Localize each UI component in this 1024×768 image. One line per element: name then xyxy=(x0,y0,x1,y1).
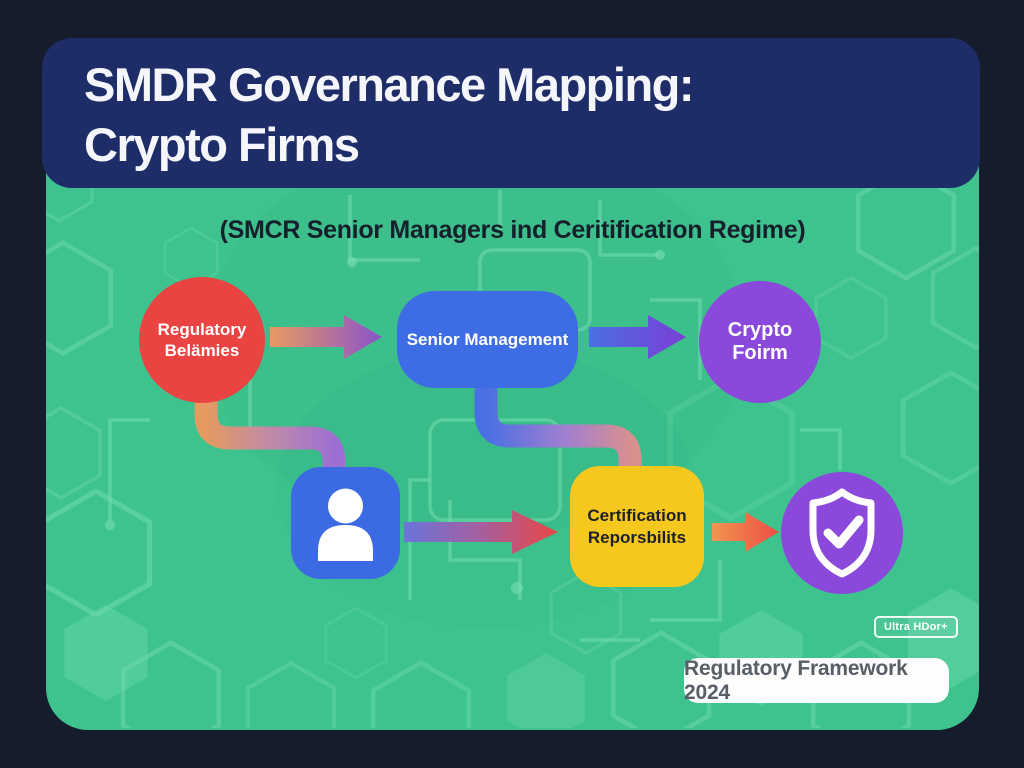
node-senior-management: Senior Management xyxy=(397,291,578,388)
flow-connectors xyxy=(194,315,779,554)
node-label-line: Regulatory xyxy=(157,320,247,339)
title-line-1: SMDR Governance Mapping: xyxy=(84,58,695,111)
band-regulatory-to-person xyxy=(194,384,346,486)
person-icon xyxy=(318,488,373,561)
node-label-line: Belämies xyxy=(164,341,240,360)
arrow-certification-to-shield xyxy=(712,512,779,552)
subtitle: (SMCR Senior Managers ind Ceritification… xyxy=(219,216,806,244)
node-crypto-firm: Crypto Foirm xyxy=(699,281,821,403)
arrow-person-to-certification xyxy=(404,510,558,554)
node-team-member xyxy=(291,467,400,579)
node-label: Senior Management xyxy=(406,329,569,349)
node-certification-responsibilities: Certification Reporsbilits xyxy=(570,466,704,587)
arrow-management-to-cryptofirm xyxy=(589,315,686,359)
node-label-line: Reporsbilits xyxy=(587,527,687,547)
title-banner: SMDR Governance Mapping: Crypto Firms xyxy=(42,38,980,188)
node-compliance-shield xyxy=(781,472,903,594)
quality-badge: Ultra HDor+ xyxy=(874,616,958,638)
node-label: Crypto Foirm xyxy=(727,319,793,364)
title-line-2: Crypto Firms xyxy=(84,118,360,171)
arrow-regulatory-to-management xyxy=(270,315,382,359)
shield-check-icon xyxy=(809,488,875,578)
band-management-to-certification xyxy=(474,380,642,484)
node-label-line: Certification xyxy=(587,505,687,525)
node-regulatory-bodies: Regulatory Belämies xyxy=(139,277,265,403)
caption-pill: Regulatory Framework 2024 xyxy=(684,657,949,704)
